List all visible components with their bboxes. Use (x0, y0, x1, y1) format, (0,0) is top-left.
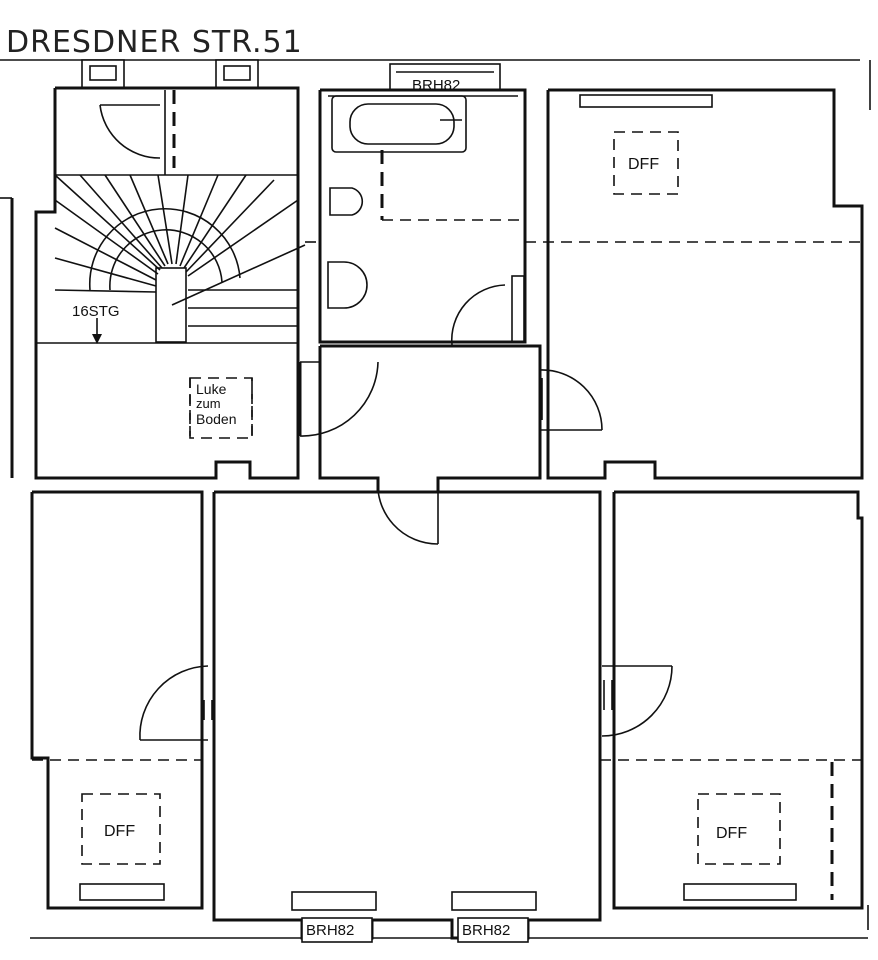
attic-hatch-label-3: Boden (196, 411, 236, 427)
skylight-bottom-right (697, 793, 781, 865)
attic-hatch-fill (192, 380, 250, 436)
bottom-window-left-box (301, 917, 373, 943)
bath-window (389, 63, 501, 91)
hallway-door-bottom-swing (376, 477, 439, 545)
bathtub (331, 95, 467, 153)
stair-room-door-swing (99, 104, 161, 159)
skylight-bottom-right-label: DFF (716, 825, 747, 842)
roof-window-1 (81, 59, 125, 89)
bottom-right-room-walls (612, 490, 864, 910)
attic-hatch-outline (189, 377, 253, 439)
skylight-top-right (613, 131, 679, 195)
bathroom-walls (318, 88, 527, 344)
roof-window-2 (215, 59, 259, 89)
roof-window-2-inner (223, 65, 251, 81)
staircase (54, 174, 306, 343)
attic-hatch-label-2: zum (196, 396, 221, 411)
bottom-window-left-label: BRH82 (306, 922, 354, 939)
skylight-bottom-left-label: DFF (104, 823, 135, 840)
hallway-door-left-swing (299, 361, 379, 437)
toilet (329, 187, 364, 216)
skylight-top-right-label: DFF (628, 156, 659, 173)
top-right-room-window (579, 94, 713, 108)
stair-arrow-head (92, 334, 102, 344)
stair-label-bg (66, 298, 132, 318)
hallway-door-right-swing (539, 369, 603, 431)
center-room-window-right (451, 891, 537, 911)
bottom-window-right-label: BRH82 (462, 922, 510, 939)
center-room-window-left (291, 891, 377, 911)
top-right-room-walls (546, 88, 864, 480)
bottom-left-room-window (79, 883, 165, 901)
address-title: DRESDNER STR.51 (6, 25, 303, 60)
bottom-right-door-swing (601, 665, 673, 737)
bottom-left-room-walls (30, 490, 204, 910)
hallway-walls (318, 344, 542, 494)
stair-room-walls (34, 86, 300, 480)
center-room-walls (212, 490, 602, 940)
sink (327, 261, 368, 309)
skylight-bottom-left (81, 793, 161, 865)
bathtub-basin (349, 103, 455, 145)
bath-radiator (511, 275, 525, 343)
bottom-right-room-window (683, 883, 797, 901)
bath-door-swing (450, 284, 506, 346)
bottom-window-right-box (457, 917, 529, 943)
stair-label: 16STG (72, 303, 120, 320)
roof-window-1-inner (89, 65, 117, 81)
center-room-door-left-swing (139, 665, 209, 741)
attic-hatch-label-1: Luke (196, 381, 227, 397)
